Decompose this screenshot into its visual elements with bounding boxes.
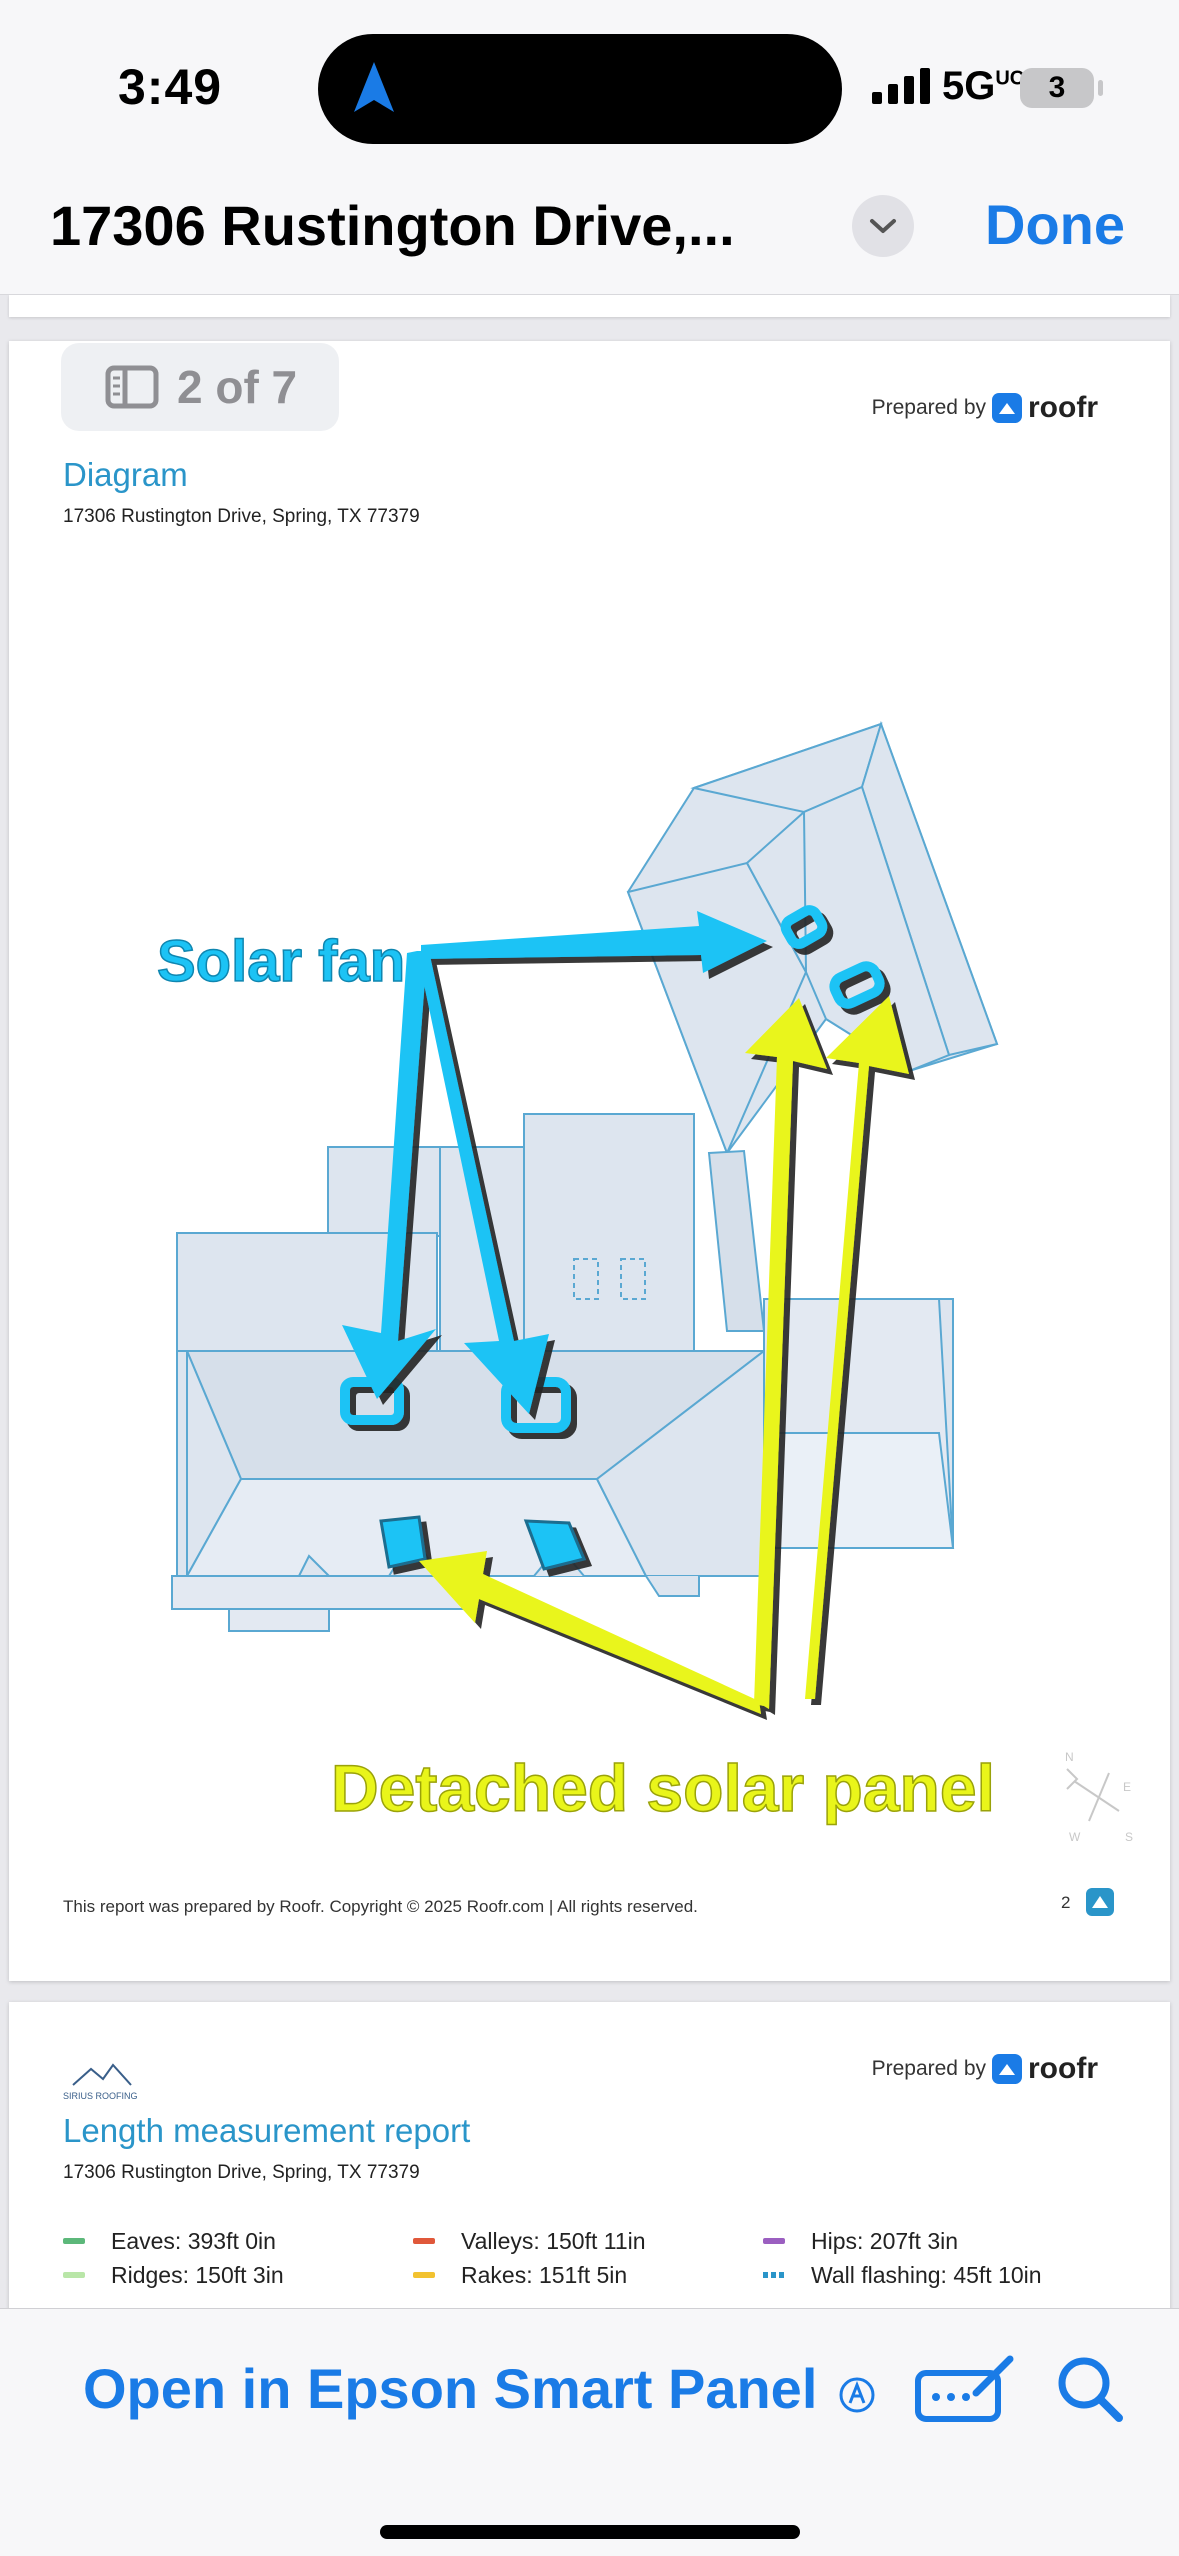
battery-tip [1098,80,1103,96]
prepared-by-p3: Prepared by roofr [872,2052,1098,2086]
dynamic-island[interactable] [318,34,842,144]
company-logo: SIRIUS ROOFING [61,2057,151,2102]
signature-markup-icon[interactable] [914,2353,1016,2425]
markup-pen-icon[interactable] [838,2376,876,2414]
legend-valleys: Valleys: 150ft 11in [413,2228,763,2255]
length-report-address: 17306 Rustington Drive, Spring, TX 77379 [63,2162,420,2183]
bottom-toolbar: Open in Epson Smart Panel [0,2308,1179,2556]
solar-fan-annotation: Solar fan [157,929,405,994]
legend-row: Ridges: 150ft 3in Rakes: 151ft 5in Wall … [63,2258,1123,2292]
home-indicator[interactable] [380,2525,800,2539]
network-sup: UC [995,67,1025,90]
roofr-brand-p3: roofr [1028,2052,1098,2085]
roofr-logo-icon [992,2054,1022,2084]
legend-label: Valleys: 150ft 11in [461,2227,646,2254]
diagram-title: Diagram [63,456,188,493]
diagram-address: 17306 Rustington Drive, Spring, TX 77379 [63,506,420,527]
pdf-viewer[interactable]: Solar fan Detached solar panel N E S W P… [0,295,1179,2308]
legend-label: Rakes: 151ft 5in [461,2261,628,2288]
done-button[interactable]: Done [985,193,1125,256]
legend-label: Ridges: 150ft 3in [111,2261,284,2288]
swatch-wall-flashing [763,2272,785,2278]
legend-label: Wall flashing: 45ft 10in [811,2261,1042,2288]
sidebar-icon [105,365,159,409]
legend-label: Eaves: 393ft 0in [111,2227,276,2254]
roof-upper-wing [626,720,999,1332]
compass-icon: N E S W [1065,1750,1133,1844]
detached-panel-arrows [419,996,909,1714]
legend-ridges: Ridges: 150ft 3in [63,2262,413,2289]
open-in-epson-button[interactable]: Open in Epson Smart Panel [83,2357,818,2420]
legend-label: Hips: 207ft 3in [811,2227,959,2254]
swatch-eaves [63,2238,85,2244]
compass-s: S [1125,1830,1133,1844]
page-counter-label: 2 of 7 [177,361,298,413]
navigation-arrow-icon [354,62,394,112]
solar-fan-arrows [342,911,767,1414]
company-logo-text: SIRIUS ROOFING [63,2091,138,2101]
roof-diagram: Solar fan Detached solar panel N E S W [156,720,1133,1844]
previous-page-edge [9,295,1170,317]
swatch-ridges [63,2272,85,2278]
search-icon[interactable] [1055,2354,1125,2424]
compass-n: N [1065,1750,1074,1764]
legend-wall-flashing: Wall flashing: 45ft 10in [763,2262,1113,2289]
network-label: 5G [942,64,996,108]
page-footer: This report was prepared by Roofr. Copyr… [63,1897,698,1916]
swatch-rakes [413,2272,435,2278]
pdf-page-2[interactable]: Solar fan Detached solar panel N E S W P… [9,341,1170,1981]
legend-hips: Hips: 207ft 3in [763,2228,1113,2255]
company-logo-icon: SIRIUS ROOFING [63,2063,138,2101]
roofr-small-logo-icon [1086,1888,1114,1916]
status-time: 3:49 [118,59,223,115]
page-number: 2 [1061,1893,1071,1912]
chevron-down-icon [870,219,896,233]
roofr-logo-icon [992,393,1022,423]
detached-panel-markers [379,1515,587,1571]
compass-w: W [1069,1830,1081,1844]
compass-e: E [1123,1780,1131,1794]
legend-row: Eaves: 393ft 0in Valleys: 150ft 11in Hip… [63,2224,1123,2258]
prepared-by-label-p3: Prepared by [871,2057,986,2080]
swatch-valleys [413,2238,435,2244]
prepared-by-label: Prepared by [871,396,986,419]
measurement-legend: Eaves: 393ft 0in Valleys: 150ft 11in Hip… [63,2224,1123,2292]
prepared-by: Prepared by roofr [872,391,1098,425]
length-report-title: Length measurement report [63,2112,471,2149]
legend-eaves: Eaves: 393ft 0in [63,2228,413,2255]
document-header: 17306 Rustington Drive,... Done [0,165,1179,295]
pdf-page-3[interactable]: SIRIUS ROOFING Prepared by roofr Length … [9,2002,1170,2308]
page-counter[interactable]: 2 of 7 [61,343,339,431]
battery-level: 3 [1048,71,1066,104]
document-title[interactable]: 17306 Rustington Drive,... [50,194,735,257]
cellular-signal-icon [872,68,930,104]
network-type: 5GUC [942,64,1024,109]
roofr-brand: roofr [1028,391,1098,424]
battery-icon: 3 [1020,68,1094,108]
legend-rakes: Rakes: 151ft 5in [413,2262,763,2289]
detached-panel-annotation: Detached solar panel [331,1751,995,1825]
swatch-hips [763,2238,785,2244]
title-menu-button[interactable] [852,195,914,257]
status-bar: 3:49 5GUC 3 [0,0,1179,165]
